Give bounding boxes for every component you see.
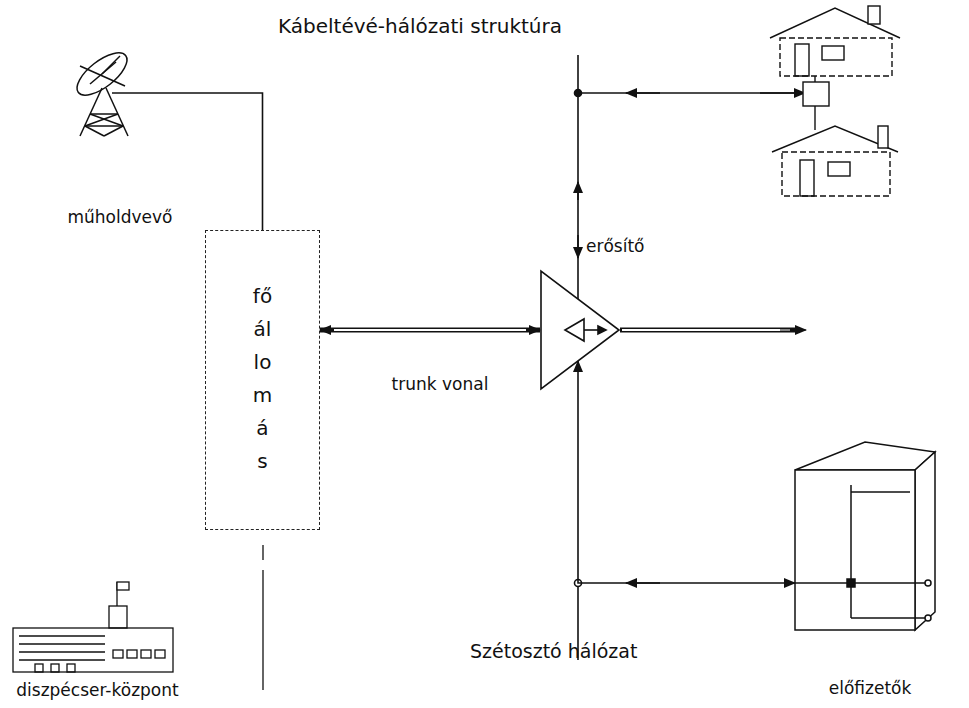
node-label: erősítő <box>586 236 645 256</box>
head-end-line <box>262 570 263 690</box>
amplifier-triangle <box>541 271 619 389</box>
edge-label: trunk vonal <box>389 374 492 394</box>
node-label: műholdvevő <box>67 207 172 227</box>
region-label: Szétosztó hálózat <box>470 640 637 662</box>
house-symbols <box>822 46 844 60</box>
satellite-dish <box>102 56 120 74</box>
head-end-line <box>262 545 263 690</box>
apartment-building <box>795 582 925 584</box>
distribution-bus <box>578 92 805 94</box>
dispatcher-center: diszpécser-központ <box>5 580 190 704</box>
apartment-building <box>851 617 925 619</box>
satellite-dish <box>80 66 125 86</box>
connector-line <box>578 361 795 583</box>
satellite-dish <box>70 45 190 136</box>
node-label: diszpécser-központ <box>16 680 178 700</box>
node-icon <box>50 36 190 231</box>
head-end-box: főállomás <box>205 230 320 530</box>
dispatcher-building <box>13 628 173 672</box>
subscribers: előfizetők <box>785 440 955 702</box>
satellite-dish <box>85 126 104 136</box>
dispatcher-building <box>109 606 127 628</box>
satellite-dish <box>85 114 118 126</box>
apartment-building <box>851 491 910 493</box>
distribution-bus <box>760 92 805 94</box>
distribution-bus <box>577 235 579 258</box>
dispatcher-building <box>155 650 165 658</box>
dispatcher-building <box>51 664 59 672</box>
dispatcher-building <box>141 650 151 658</box>
amplifier-output <box>620 330 806 331</box>
apartment-building <box>795 442 935 630</box>
dispatcher-building <box>67 664 75 672</box>
house-symbols <box>800 160 814 196</box>
distribution-bus <box>626 92 660 94</box>
satellite-dish <box>90 113 118 115</box>
node-icon <box>540 270 620 390</box>
dispatcher-building <box>19 643 105 644</box>
connector <box>320 330 540 331</box>
house-symbols <box>803 82 829 106</box>
distribution-bus <box>577 182 579 200</box>
dispatcher-building <box>35 664 43 672</box>
apartment-building <box>795 442 935 470</box>
amplifier: erősítő <box>540 270 620 390</box>
dispatcher-building <box>113 650 123 658</box>
dispatcher-building <box>127 650 137 658</box>
head-end-line <box>262 545 263 560</box>
house-symbols <box>828 162 850 176</box>
dispatcher-building <box>19 651 105 652</box>
amplifier-output <box>780 330 806 331</box>
satellite-dish <box>112 92 190 94</box>
dispatcher-building <box>13 582 173 672</box>
apartment-building <box>925 580 931 586</box>
apartment-building <box>925 615 931 621</box>
house-symbols <box>770 6 900 196</box>
house-symbols <box>814 106 815 130</box>
satellite-dish <box>104 126 123 136</box>
apartment-building <box>915 452 935 630</box>
satellite-dish <box>85 125 123 127</box>
amplifier-output <box>620 328 798 333</box>
connector-line <box>190 93 263 230</box>
house-symbols <box>780 38 892 76</box>
amplifier-triangle <box>598 326 606 334</box>
connector <box>578 361 795 583</box>
node-icon <box>785 440 955 702</box>
house-symbols <box>795 44 809 76</box>
apartment-building <box>795 470 915 630</box>
house-symbols <box>878 126 888 148</box>
node-label: főállomás <box>252 280 274 478</box>
house-symbols <box>868 6 880 24</box>
amplifier-triangle <box>541 271 619 389</box>
house-symbols <box>782 152 890 196</box>
distribution-bus <box>575 55 806 660</box>
apartment-building <box>847 579 855 587</box>
amplifier-output <box>622 329 790 331</box>
house-symbols <box>772 126 898 152</box>
dispatcher-building <box>117 582 129 590</box>
satellite-dish <box>90 114 123 126</box>
dispatcher-building <box>19 659 105 660</box>
amplifier-triangle <box>565 319 584 341</box>
satellite-receiver: műholdvevő <box>50 36 190 231</box>
diagram-title: Kábeltévé-hálózati struktúra <box>278 14 562 38</box>
dispatcher-building <box>19 635 105 636</box>
satellite-dish <box>70 45 133 102</box>
connector-line <box>320 328 540 333</box>
house-symbols <box>814 76 815 82</box>
connector <box>190 93 263 230</box>
node-label: előfizetők <box>829 678 912 698</box>
connector-inner <box>334 329 526 331</box>
apartment-building <box>850 485 852 618</box>
